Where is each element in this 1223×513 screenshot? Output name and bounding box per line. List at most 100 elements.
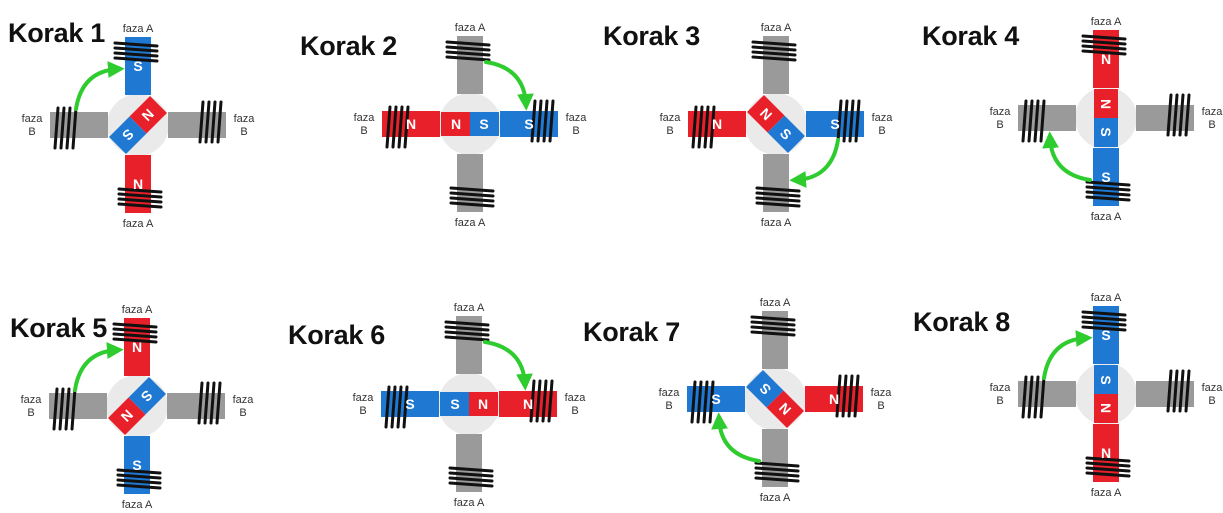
rotor-near-letter: N <box>1098 99 1114 109</box>
stator-pole-right-letter: S <box>830 116 839 132</box>
step-title: Korak 3 <box>603 21 700 51</box>
phase-b-right-label: faza <box>565 392 587 404</box>
rotor-half-far <box>108 397 146 435</box>
phase-b-left-label-b: B <box>666 125 673 137</box>
phase-b-left-label: faza <box>990 382 1012 394</box>
coil-left-icon <box>52 387 77 431</box>
rotor-near-letter: S <box>1098 375 1114 384</box>
stator-pole-top-letter: N <box>1101 51 1111 67</box>
rotor-magnet: SN <box>108 377 166 435</box>
rotor-half-near <box>440 392 469 416</box>
stator-pole-bottom-letter: N <box>1101 445 1111 461</box>
coil-left-icon <box>385 105 410 149</box>
coil-top-icon <box>1081 310 1127 332</box>
coil-left-icon <box>691 105 716 149</box>
coil-left-icon <box>690 380 715 424</box>
rotor-half-near <box>1094 89 1118 118</box>
step-title: Korak 5 <box>10 313 107 343</box>
coil-right-icon <box>1166 369 1191 413</box>
phase-a-top-label: faza A <box>122 304 153 316</box>
step-title: Korak 4 <box>922 21 1019 51</box>
rotation-arrow-icon <box>1042 330 1093 380</box>
coil-top-icon <box>445 40 491 62</box>
coil-right-icon <box>198 100 223 144</box>
coil-top-icon <box>444 320 490 342</box>
stator-pole-right-letter: N <box>523 396 533 412</box>
coil-top-icon <box>750 315 796 337</box>
rotation-arrow-icon <box>484 60 534 111</box>
stator-pole-right <box>805 386 863 412</box>
stator-pole-left <box>1018 105 1076 131</box>
phase-b-left-label-b: B <box>996 119 1003 131</box>
stator-pole-left <box>382 111 440 137</box>
rotor-half-near <box>129 96 167 134</box>
phase-a-top-label: faza A <box>123 23 154 35</box>
coil-top-icon <box>751 40 797 62</box>
stator-pole-top-letter: S <box>133 58 142 74</box>
phase-b-right-label-b: B <box>571 405 578 417</box>
phase-b-right-label-b: B <box>572 125 579 137</box>
phase-a-top-label: faza A <box>761 22 792 34</box>
rotation-arrow-icon <box>1042 131 1092 182</box>
phase-b-left-label: faza <box>21 394 43 406</box>
stator-pole-bottom-letter: S <box>132 457 141 473</box>
phase-b-left-label: faza <box>990 106 1012 118</box>
rotor-half-far <box>767 115 805 153</box>
phase-b-right-label: faza <box>872 112 894 124</box>
stator-pole-right <box>499 391 557 417</box>
coil-left-icon <box>1021 99 1046 143</box>
stator-pole-bottom-letter: N <box>133 176 143 192</box>
rotor-half-far <box>109 116 147 154</box>
step-title: Korak 6 <box>288 320 385 350</box>
rotor-far-letter: N <box>1098 403 1114 413</box>
phase-b-right-label: faza <box>1202 382 1223 394</box>
phase-b-left-label-b: B <box>27 407 34 419</box>
phase-a-bottom-label: faza A <box>122 499 153 511</box>
rotor-magnet: NS <box>747 95 805 153</box>
stator-pole-left <box>49 393 107 419</box>
phase-b-right-label: faza <box>233 394 255 406</box>
stator-pole-right <box>167 393 225 419</box>
step-title: Korak 2 <box>300 31 397 61</box>
phase-a-top-label: faza A <box>454 302 485 314</box>
phase-b-left-label-b: B <box>359 405 366 417</box>
rotor-near-letter: S <box>450 396 459 412</box>
phase-a-bottom-label: faza A <box>761 217 792 229</box>
stator-pole-left-letter: N <box>406 116 416 132</box>
coil-bottom-icon <box>754 461 800 483</box>
coil-bottom-icon <box>1085 180 1131 202</box>
rotor-far-letter: S <box>479 116 488 132</box>
phase-a-top-label: faza A <box>1091 292 1122 304</box>
stator-pole-right <box>806 111 864 137</box>
coil-right-icon <box>835 374 860 418</box>
phase-b-right-label-b: B <box>239 407 246 419</box>
phase-b-left-label: faza <box>354 112 376 124</box>
phase-b-left-label: faza <box>660 112 682 124</box>
coil-left-icon <box>53 106 78 150</box>
coil-right-icon <box>530 99 555 143</box>
coil-top-icon <box>1081 34 1127 56</box>
phase-a-top-label: faza A <box>760 297 791 309</box>
stator-pole-right <box>500 111 558 137</box>
coil-bottom-icon <box>117 187 163 209</box>
phase-b-right-label: faza <box>234 113 256 125</box>
phase-b-left-label: faza <box>659 387 681 399</box>
stator-pole-left <box>50 112 108 138</box>
coil-right-icon <box>529 379 554 423</box>
rotor-far-letter: N <box>478 396 488 412</box>
stator-pole-bottom-letter: S <box>1101 169 1110 185</box>
stator-pole-right <box>1136 381 1194 407</box>
phase-a-bottom-label: faza A <box>1091 211 1122 223</box>
rotor-half-far <box>1094 118 1118 147</box>
coil-bottom-icon <box>1085 456 1131 478</box>
stator-pole-left-letter: S <box>405 396 414 412</box>
phase-b-right-label-b: B <box>240 126 247 138</box>
phase-a-top-label: faza A <box>1091 16 1122 28</box>
stator-pole-left-letter: S <box>711 391 720 407</box>
